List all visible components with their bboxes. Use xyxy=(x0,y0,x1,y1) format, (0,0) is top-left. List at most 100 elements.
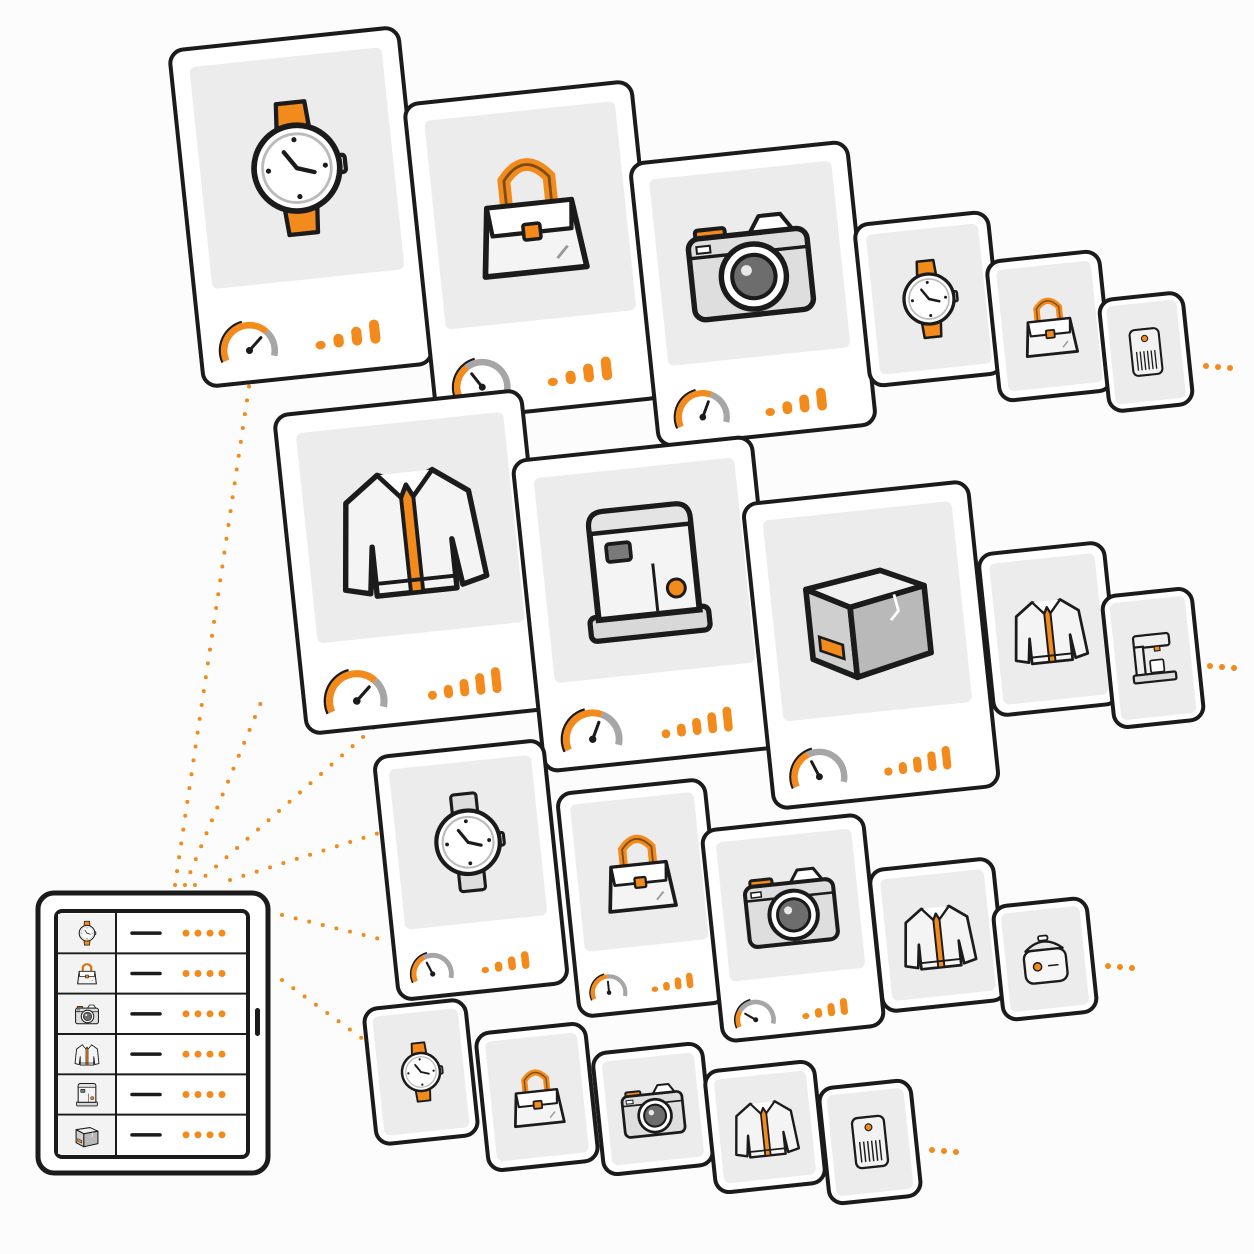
product-card-handbag[interactable] xyxy=(403,80,665,422)
tablet-list-item-watch[interactable] xyxy=(58,914,226,953)
watch-icon xyxy=(434,791,506,894)
status-dot xyxy=(206,1091,214,1098)
card-row-3 xyxy=(373,739,1135,1043)
status-dot xyxy=(182,1010,190,1018)
tablet-list-item-handbag[interactable] xyxy=(58,952,246,993)
product-card-camera[interactable] xyxy=(591,1041,715,1177)
side-button[interactable] xyxy=(255,1008,260,1036)
signal-bars-icon xyxy=(315,319,381,350)
product-card-speaker[interactable] xyxy=(817,1078,923,1206)
jacket-icon xyxy=(1014,598,1090,666)
status-dot xyxy=(218,929,226,937)
status-dot xyxy=(182,970,190,977)
jacket-icon xyxy=(74,1044,100,1066)
connector-lines xyxy=(173,378,386,1052)
tablet-list-item-jacket[interactable] xyxy=(58,1033,246,1074)
signal-bars-icon xyxy=(547,356,613,387)
card-row-2 xyxy=(273,389,1237,810)
product-card-jacket[interactable] xyxy=(703,1059,827,1195)
jacket-icon xyxy=(735,1100,801,1159)
status-dot xyxy=(194,1091,202,1098)
signal-bars-icon xyxy=(481,951,530,974)
product-card-handbag[interactable] xyxy=(985,249,1114,403)
gauge-icon xyxy=(589,973,628,1001)
signal-bars-icon xyxy=(884,745,952,776)
signal-bars-icon xyxy=(765,387,827,417)
camera-icon xyxy=(742,866,840,949)
more-indicator xyxy=(929,1147,959,1155)
camera-icon xyxy=(75,1004,99,1025)
handbag-icon xyxy=(514,1069,566,1129)
tablet-list-item-box[interactable] xyxy=(58,1113,246,1154)
speaker-icon xyxy=(850,1114,890,1170)
status-dot xyxy=(206,970,214,977)
gauge-icon xyxy=(789,747,848,789)
signal-bars-icon xyxy=(802,998,849,1020)
status-dot xyxy=(206,1131,214,1139)
handbag-icon xyxy=(608,834,678,914)
watch-icon xyxy=(400,1041,444,1103)
product-card-handbag[interactable] xyxy=(556,778,728,1018)
signal-bars-icon xyxy=(428,667,502,700)
status-dot xyxy=(182,1050,190,1058)
connector-line xyxy=(193,720,382,887)
product-card-handbag[interactable] xyxy=(474,1022,600,1172)
handbag-icon xyxy=(1025,297,1079,358)
status-dot xyxy=(194,1131,202,1139)
handbag-icon xyxy=(482,158,590,280)
appliance-icon xyxy=(76,1083,98,1107)
tablet-device[interactable] xyxy=(35,890,271,1176)
status-dot xyxy=(182,1131,190,1139)
status-dot xyxy=(218,1010,226,1018)
product-card-jacket[interactable] xyxy=(868,857,1008,1013)
product-card-jacket[interactable] xyxy=(273,389,555,735)
status-dot xyxy=(194,929,202,937)
product-card-watch[interactable] xyxy=(853,210,1005,388)
more-indicator xyxy=(1207,663,1237,671)
signal-bars-icon xyxy=(661,706,733,739)
more-indicator xyxy=(1105,963,1135,971)
watch-icon xyxy=(902,258,959,340)
status-dot xyxy=(194,1050,202,1058)
product-card-watch[interactable] xyxy=(168,26,434,388)
tablet-list-item-camera[interactable] xyxy=(58,992,246,1033)
card-row-1 xyxy=(168,26,1233,448)
status-dot xyxy=(206,929,214,937)
camera-icon xyxy=(620,1082,687,1139)
gauge-icon xyxy=(323,668,388,715)
speaker-icon xyxy=(1128,327,1164,377)
watch-icon xyxy=(78,920,97,946)
camera-icon xyxy=(685,211,817,323)
status-dot xyxy=(194,970,202,977)
product-card-camera[interactable] xyxy=(700,813,886,1043)
connector-line xyxy=(280,913,386,942)
product-card-speaker[interactable] xyxy=(1097,291,1195,413)
tablet-list-item-appliance[interactable] xyxy=(58,1073,246,1114)
product-card-camera[interactable] xyxy=(629,140,877,448)
product-card-box[interactable] xyxy=(742,480,1000,810)
status-dot xyxy=(218,1050,226,1058)
product-card-rice-cooker[interactable] xyxy=(991,896,1099,1022)
status-dot xyxy=(182,1091,190,1098)
gauge-icon xyxy=(734,998,776,1029)
box-icon xyxy=(803,567,934,681)
rice-cooker-icon xyxy=(1022,934,1069,985)
status-dot xyxy=(206,1050,214,1058)
connector-line xyxy=(173,378,252,887)
jacket-icon xyxy=(904,904,978,971)
box-icon xyxy=(75,1127,99,1148)
product-card-coffee-maker[interactable] xyxy=(1100,587,1206,729)
handbag-icon xyxy=(77,962,97,985)
status-dot xyxy=(218,970,226,977)
product-card-watch[interactable] xyxy=(362,998,480,1146)
gauge-icon xyxy=(673,388,730,429)
appliance-icon xyxy=(585,501,713,644)
jacket-icon xyxy=(342,466,490,599)
product-card-watch[interactable] xyxy=(373,739,569,1001)
connector-line xyxy=(183,698,264,887)
gauge-icon xyxy=(560,708,623,753)
product-card-jacket[interactable] xyxy=(977,541,1121,717)
coffee-maker-icon xyxy=(1131,631,1178,685)
product-card-appliance[interactable] xyxy=(511,435,785,773)
